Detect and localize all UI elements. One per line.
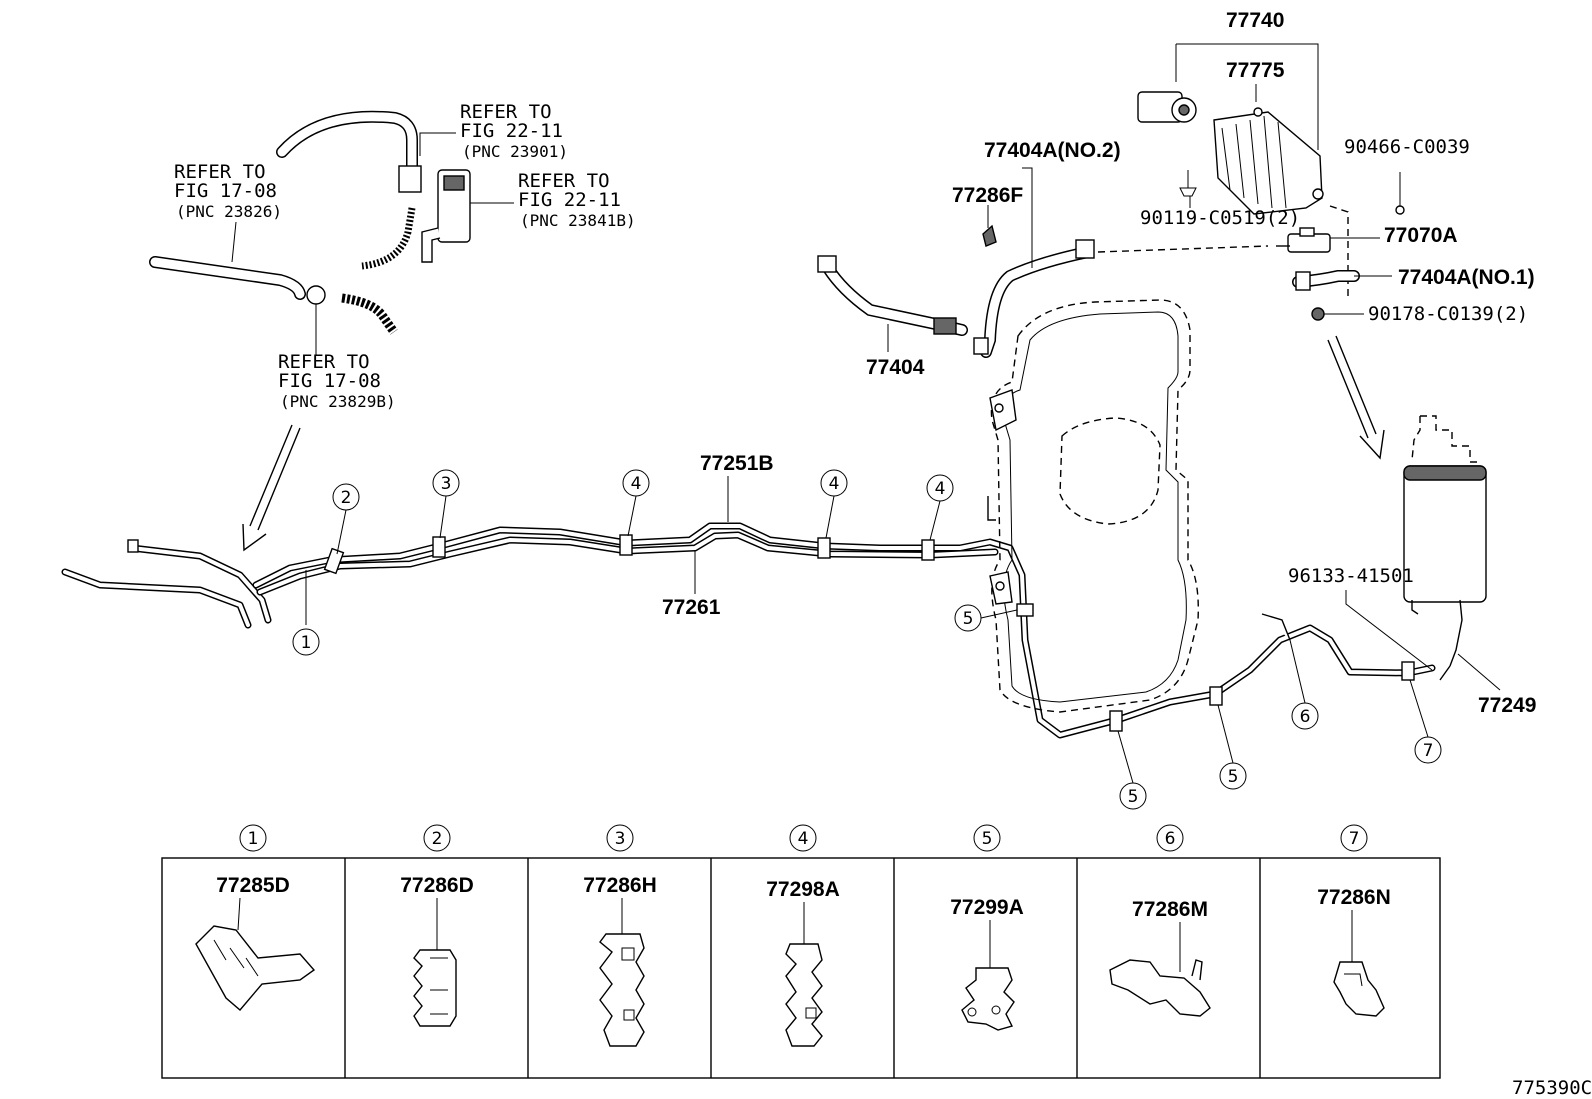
legend-col-3: 3 77286H xyxy=(583,824,657,1047)
leader-96133 xyxy=(1345,590,1433,671)
legend-col-7: 7 77286N xyxy=(1317,824,1391,1017)
fuel-tank-outline xyxy=(989,299,1199,713)
callout-5b: 5 xyxy=(1117,730,1147,810)
legend-part-77285D: 77285D xyxy=(216,874,290,897)
label-77404A-no1: 77404A(NO.1) xyxy=(1398,266,1535,289)
callout-4b: 4 xyxy=(820,469,848,539)
callout-2: 2 xyxy=(332,483,360,555)
fuel-tube-assembly xyxy=(61,496,1436,739)
label-77251B: 77251B xyxy=(700,452,774,475)
legend-col-4: 4 77298A xyxy=(766,824,840,1047)
vsv-valve-part xyxy=(1137,91,1197,123)
legend-part-77299A: 77299A xyxy=(950,896,1024,919)
callout-5c: 5 xyxy=(1217,704,1247,790)
label-77261: 77261 xyxy=(662,596,721,619)
callout-5a: 5 xyxy=(954,604,1018,632)
refer-label-22-11-top-line1: REFER TO xyxy=(460,101,552,123)
hose-clamp xyxy=(306,285,326,305)
callout-4c-num: 4 xyxy=(935,479,946,499)
label-77249: 77249 xyxy=(1478,694,1536,717)
leader-77249 xyxy=(1457,653,1501,691)
callout-6: 6 xyxy=(1289,639,1319,730)
figure-code: 775390C xyxy=(1512,1077,1592,1099)
callout-7-num: 7 xyxy=(1423,741,1434,761)
clip-77286M xyxy=(1109,959,1211,1017)
legend-num-3: 3 xyxy=(615,829,626,849)
label-77404: 77404 xyxy=(866,356,925,379)
callout-5b-num: 5 xyxy=(1128,787,1139,807)
callout-6-num: 6 xyxy=(1300,707,1311,727)
callout-3: 3 xyxy=(432,469,460,539)
refer-label-17-08-left-line1: REFER TO xyxy=(174,161,266,183)
lower-canister xyxy=(1403,415,1487,681)
refer-label-22-11-mid-pnc: (PNC 23841B) xyxy=(520,211,636,230)
bracket-part-23841B xyxy=(421,169,471,263)
legend-col-5: 5 77299A xyxy=(950,824,1024,1031)
legend-num-4: 4 xyxy=(798,829,809,849)
legend-col-1: 1 77285D xyxy=(195,824,316,1011)
canister-body xyxy=(1213,107,1324,215)
legend-part-77286D: 77286D xyxy=(400,874,474,897)
legend-col-2: 2 77286D xyxy=(400,824,474,1027)
clamp-77286F xyxy=(982,224,997,247)
refer-label-22-11-top-pnc: (PNC 23901) xyxy=(462,142,568,161)
callout-7: 7 xyxy=(1409,679,1442,764)
clip-77286D xyxy=(413,949,457,1027)
callout-1-num: 1 xyxy=(301,633,312,653)
vapor-hose-group xyxy=(817,167,1269,358)
label-90119-C0519: 90119-C0519(2) xyxy=(1140,207,1300,229)
label-77070A: 77070A xyxy=(1384,224,1458,247)
legend-num-2: 2 xyxy=(432,829,443,849)
direction-arrow-right xyxy=(1327,335,1385,460)
refer-label-22-11-mid-line2: FIG 22-11 xyxy=(518,189,621,211)
label-77740: 77740 xyxy=(1226,9,1284,32)
callout-1: 1 xyxy=(292,570,320,656)
refer-label-22-11-mid-line1: REFER TO xyxy=(518,170,610,192)
legend-num-6: 6 xyxy=(1165,829,1176,849)
refer-label-22-11-top-line2: FIG 22-11 xyxy=(460,120,563,142)
label-77404A-no2: 77404A(NO.2) xyxy=(984,139,1121,162)
legend-part-77286M: 77286M xyxy=(1132,898,1208,921)
legend-part-77298A: 77298A xyxy=(766,878,840,901)
canister-group xyxy=(1137,43,1405,321)
clip-77285D xyxy=(195,925,316,1011)
refer-label-17-08-left-pnc: (PNC 23826) xyxy=(176,202,282,221)
legend-num-5: 5 xyxy=(982,829,993,849)
refer-label-17-08-left-line2: FIG 17-08 xyxy=(174,180,277,202)
label-77286F: 77286F xyxy=(952,184,1023,207)
callout-4c: 4 xyxy=(926,474,954,541)
clip-77286H xyxy=(599,933,645,1047)
label-90466-C0039: 90466-C0039 xyxy=(1344,136,1470,158)
hose-connector xyxy=(398,165,422,193)
callout-5a-num: 5 xyxy=(963,609,974,629)
clip-77298A xyxy=(785,943,823,1047)
label-77775: 77775 xyxy=(1226,59,1285,82)
clip-77299A xyxy=(961,967,1015,1031)
label-96133-41501: 96133-41501 xyxy=(1288,565,1414,587)
ref-hose-group-top-left xyxy=(149,110,514,356)
callout-4a: 4 xyxy=(622,469,650,537)
legend-part-77286H: 77286H xyxy=(583,874,657,897)
refer-label-17-08-bottom-line1: REFER TO xyxy=(278,351,370,373)
label-90178-C0139: 90178-C0139(2) xyxy=(1368,303,1528,325)
legend-part-77286N: 77286N xyxy=(1317,886,1391,909)
direction-arrow-left xyxy=(242,424,301,552)
callout-4b-num: 4 xyxy=(829,474,840,494)
legend-table: 1 77285D 2 77286D 3 77286H 4 77298A xyxy=(161,824,1441,1079)
refer-label-17-08-bottom-pnc: (PNC 23829B) xyxy=(280,392,396,411)
legend-col-6: 6 77286M xyxy=(1109,824,1211,1017)
refer-label-17-08-bottom-line2: FIG 17-08 xyxy=(278,370,381,392)
legend-num-7: 7 xyxy=(1349,829,1360,849)
clip-77286N xyxy=(1333,961,1385,1017)
callout-2-num: 2 xyxy=(341,488,352,508)
callout-4a-num: 4 xyxy=(631,474,642,494)
legend-num-1: 1 xyxy=(248,829,259,849)
callout-5c-num: 5 xyxy=(1228,767,1239,787)
valve-77070A xyxy=(1276,227,1331,253)
callout-3-num: 3 xyxy=(441,474,452,494)
